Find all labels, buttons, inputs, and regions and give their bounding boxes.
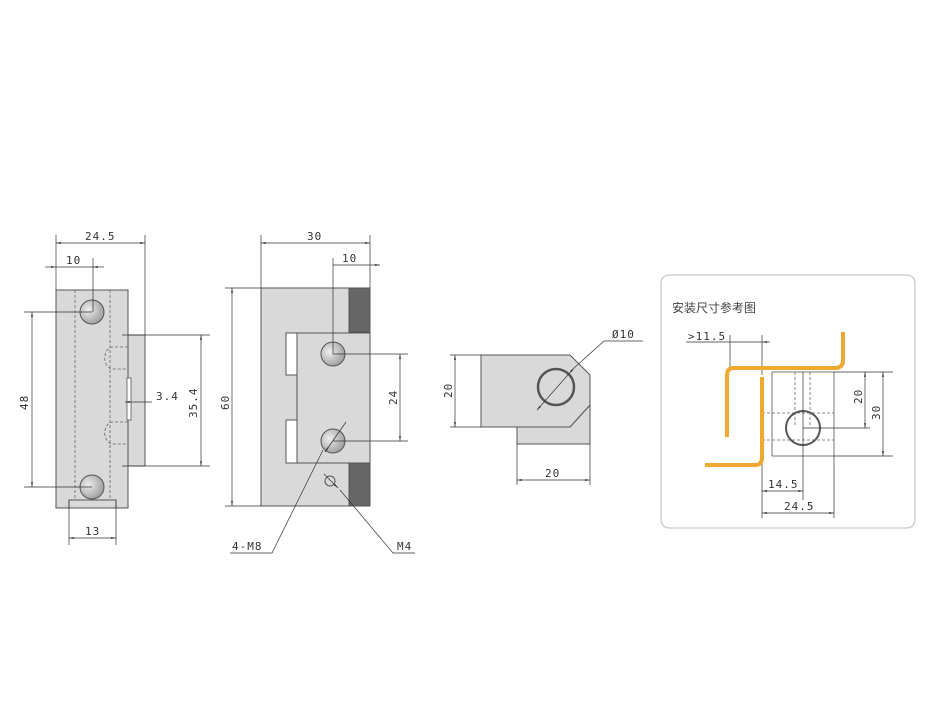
install-panel: 安装尺寸参考图 >11.5 20 30 14.5 24.5 <box>660 274 916 529</box>
dim-hole-spacing: 48 <box>18 395 31 410</box>
small-thread-note: M4 <box>397 540 412 553</box>
dim-slot-offset: 3.4 <box>156 390 179 403</box>
dim-width: 20 <box>545 467 560 480</box>
thread-note: 4-M8 <box>232 540 263 553</box>
top-view: 20 20 Ø10 <box>442 328 643 485</box>
dim-height-inner: 20 <box>852 389 865 404</box>
dim-hole-spacing: 24 <box>387 390 400 405</box>
dim-hole-offset: 10 <box>342 252 357 265</box>
dim-height: 60 <box>219 395 232 410</box>
dim-offset-total: 24.5 <box>784 500 815 513</box>
dim-tab-height: 35.4 <box>187 388 200 419</box>
dim-offset-pin: 14.5 <box>768 478 799 491</box>
dim-hole-offset: 10 <box>66 254 81 267</box>
dim-height-outer: 30 <box>870 405 883 420</box>
dim-width: 30 <box>307 230 322 243</box>
dim-min-gap: >11.5 <box>688 330 726 343</box>
dim-width: 24.5 <box>85 230 116 243</box>
dim-height: 20 <box>442 383 455 398</box>
front-view: 24.5 10 48 35.4 3.4 13 <box>18 230 210 545</box>
m4-hole <box>324 475 336 487</box>
side-view: 30 10 60 24 4-M8 M4 <box>219 230 415 554</box>
panel-title: 安装尺寸参考图 <box>672 300 756 315</box>
dim-pin-diameter: Ø10 <box>612 328 635 341</box>
dim-bottom-width: 13 <box>85 525 100 538</box>
